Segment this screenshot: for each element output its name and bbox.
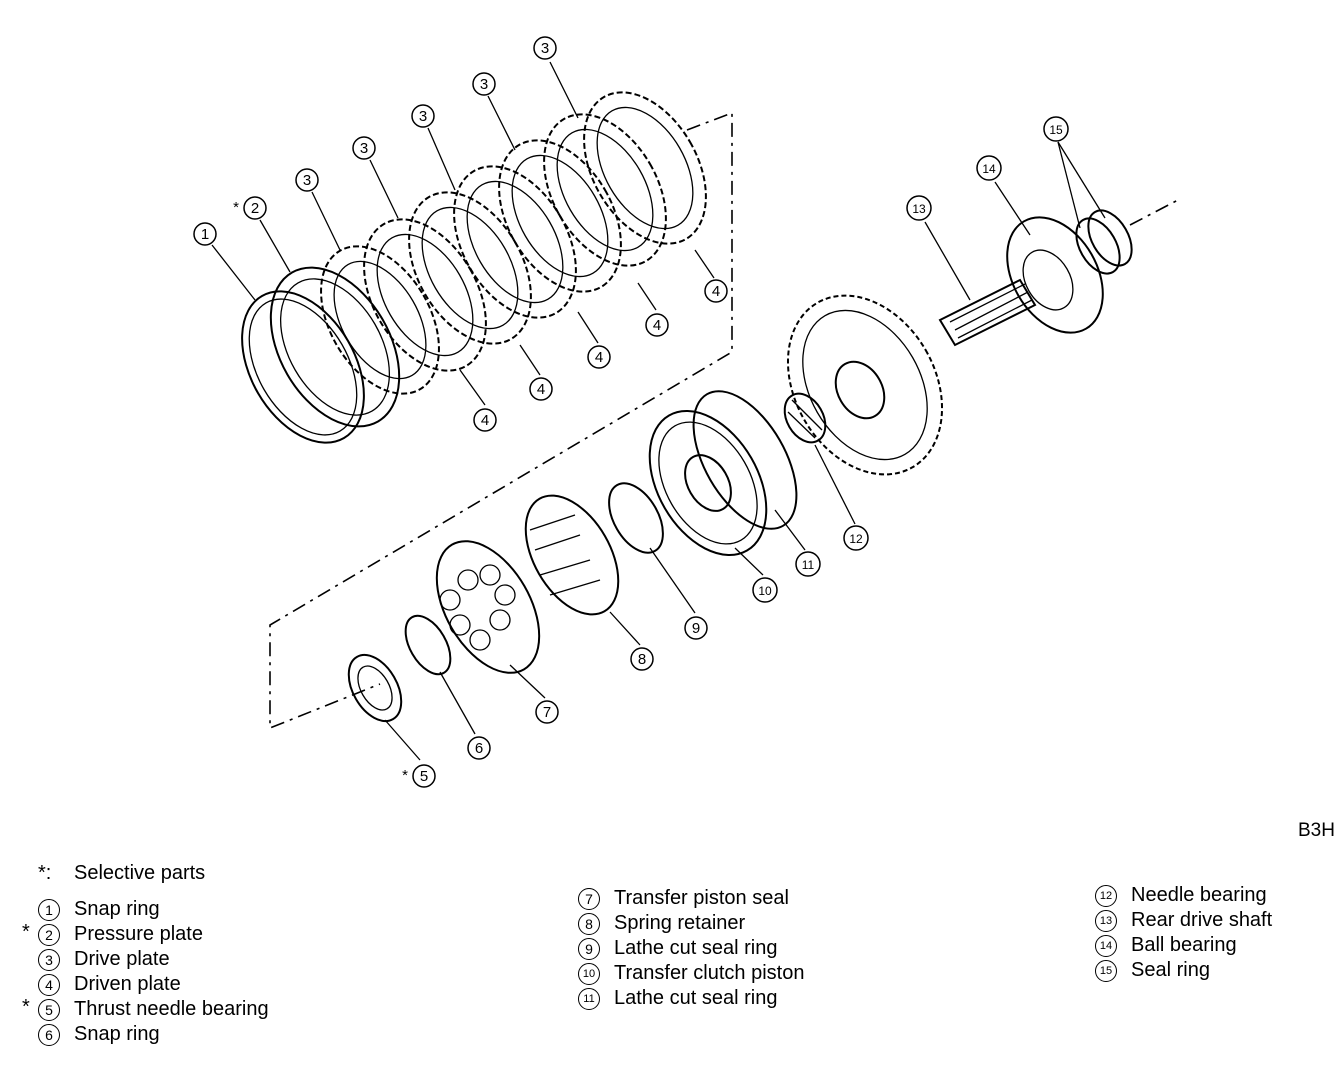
callout-11: 11 bbox=[795, 551, 821, 577]
svg-text:14: 14 bbox=[982, 162, 996, 176]
svg-text:7: 7 bbox=[543, 704, 551, 721]
callout-3e: 3 bbox=[533, 36, 557, 60]
callout-6: 6 bbox=[467, 736, 491, 760]
svg-text:11: 11 bbox=[802, 558, 815, 572]
callout-4a: 4 bbox=[473, 408, 497, 432]
callout-4c: 4 bbox=[587, 345, 611, 369]
callout-4e: 4 bbox=[704, 279, 728, 303]
callout-4d: 4 bbox=[645, 313, 669, 337]
leader-lines bbox=[211, 61, 1106, 761]
ball-bearing bbox=[1006, 216, 1104, 334]
svg-text:15: 15 bbox=[1049, 123, 1063, 137]
callout-8: 8 bbox=[630, 647, 654, 671]
selective-note: *: Selective parts bbox=[38, 862, 205, 885]
svg-text:4: 4 bbox=[537, 381, 545, 398]
svg-text:3: 3 bbox=[480, 76, 488, 93]
svg-text:9: 9 bbox=[692, 620, 700, 637]
piston-assembly bbox=[347, 390, 827, 723]
svg-text:4: 4 bbox=[481, 412, 489, 429]
svg-text:6: 6 bbox=[475, 740, 483, 757]
svg-text:2: 2 bbox=[251, 200, 259, 217]
callout-4b: 4 bbox=[529, 377, 553, 401]
figure-code: B3H bbox=[1298, 820, 1335, 841]
callouts: 1 2* 3 3 3 3 3 4 4 4 4 4 5* 6 7 8 9 10 1… bbox=[193, 36, 1069, 788]
callout-3a: 3 bbox=[295, 168, 319, 192]
callout-3d: 3 bbox=[472, 72, 496, 96]
callout-9: 9 bbox=[684, 616, 708, 640]
svg-text:4: 4 bbox=[653, 317, 661, 334]
svg-text:3: 3 bbox=[541, 40, 549, 57]
svg-text:1: 1 bbox=[201, 226, 209, 243]
callout-5: 5* bbox=[402, 764, 436, 788]
clutch-pack-outline bbox=[269, 111, 733, 730]
exploded-diagram: .ln { fill: none; stroke: #000; stroke-w… bbox=[193, 36, 1179, 788]
rear-drive-shaft bbox=[786, 278, 1037, 476]
svg-text:4: 4 bbox=[595, 349, 603, 366]
note-text: Selective parts bbox=[74, 862, 206, 884]
callout-1: 1 bbox=[193, 222, 217, 246]
svg-text:4: 4 bbox=[712, 283, 720, 300]
callout-3c: 3 bbox=[411, 104, 435, 128]
callout-7: 7 bbox=[535, 700, 559, 724]
svg-text:3: 3 bbox=[360, 140, 368, 157]
svg-text:13: 13 bbox=[912, 202, 926, 216]
svg-text:3: 3 bbox=[303, 172, 311, 189]
svg-text:10: 10 bbox=[758, 584, 772, 598]
callout-12: 12 bbox=[843, 525, 869, 551]
note-symbol: *: bbox=[38, 862, 52, 884]
clutch-plates bbox=[241, 91, 707, 444]
callout-2: 2* bbox=[233, 196, 267, 220]
svg-text:8: 8 bbox=[638, 651, 646, 668]
callout-15: 15 bbox=[1043, 116, 1069, 142]
seal-rings bbox=[1075, 209, 1133, 275]
svg-text:12: 12 bbox=[849, 532, 863, 546]
callout-14: 14 bbox=[976, 155, 1002, 181]
svg-text:*: * bbox=[233, 199, 239, 216]
callout-10: 10 bbox=[752, 577, 778, 603]
callout-13: 13 bbox=[906, 195, 932, 221]
callout-3b: 3 bbox=[352, 136, 376, 160]
shaft-axis-line bbox=[1129, 199, 1179, 226]
svg-text:5: 5 bbox=[420, 768, 428, 785]
svg-text:3: 3 bbox=[419, 108, 427, 125]
svg-text:*: * bbox=[402, 767, 408, 784]
